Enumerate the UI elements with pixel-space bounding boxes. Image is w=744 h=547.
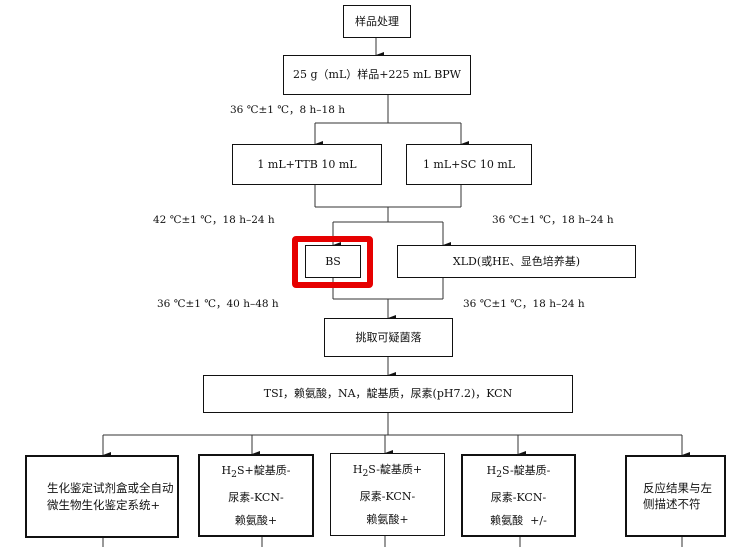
highlight-frame: [292, 236, 373, 288]
pick-colonies-box: 挑取可疑菌落: [324, 318, 453, 357]
result2-line2: 尿素-KCN-: [228, 490, 284, 504]
ttb-box: 1 mL+TTB 10 mL: [232, 144, 382, 185]
xld-box: XLD(或HE、显色培养基): [397, 245, 636, 278]
result4-line1: H2S-靛基质-: [487, 463, 551, 482]
subscript: 2: [496, 468, 503, 480]
s-text: S-靛基质+: [368, 462, 423, 476]
result3-line3: 赖氨酸+: [366, 513, 409, 526]
xld-condition: 36 ℃±1 ℃，18 h–24 h: [463, 298, 585, 310]
result2-line3: 赖氨酸+: [234, 514, 278, 527]
biochemical-tests-box: TSI，赖氨酸，NA，靛基质，尿素(pH7.2)，KCN: [203, 375, 573, 413]
bs-box: BS: [305, 245, 361, 278]
result3-line1: H2S-靛基质+: [353, 462, 422, 481]
sample-processing-box: 样品处理: [343, 5, 411, 38]
h-text: H: [221, 463, 232, 477]
enrichment-box: 25 g（mL）样品+225 mL BPW: [283, 55, 471, 95]
result-box-kit: 生化鉴定试剂盒或全自动微生物生化鉴定系统+: [25, 455, 179, 538]
h-text: H: [486, 463, 497, 477]
subscript: 2: [362, 467, 369, 479]
result4-line3: 赖氨酸 +/-: [490, 514, 547, 527]
bs-condition: 36 ℃±1 ℃，40 h–48 h: [157, 298, 279, 310]
s-text: S-靛基质-: [502, 463, 551, 477]
subscript: 2: [231, 468, 237, 480]
s-text: S+靛基质-: [236, 463, 291, 477]
ttb-condition: 42 ℃±1 ℃，18 h–24 h: [153, 214, 275, 226]
result-box-2: H2S+靛基质- 尿素-KCN- 赖氨酸+: [198, 454, 314, 537]
result3-line2: 尿素-KCN-: [359, 489, 416, 503]
result-box-3: H2S-靛基质+ 尿素-KCN- 赖氨酸+: [330, 453, 445, 536]
h-text: H: [352, 462, 363, 476]
sc-condition: 36 ℃±1 ℃，18 h–24 h: [492, 214, 614, 226]
pre-enrich-condition: 36 ℃±1 ℃，8 h–18 h: [230, 104, 345, 116]
result2-line1: H2S+靛基质-: [222, 463, 291, 482]
result-box-mismatch: 反应结果与左侧描述不符: [625, 455, 726, 537]
sc-box: 1 mL+SC 10 mL: [406, 144, 532, 185]
result4-line2: 尿素-KCN-: [490, 490, 547, 504]
result-box-4: H2S-靛基质- 尿素-KCN- 赖氨酸 +/-: [461, 454, 576, 537]
